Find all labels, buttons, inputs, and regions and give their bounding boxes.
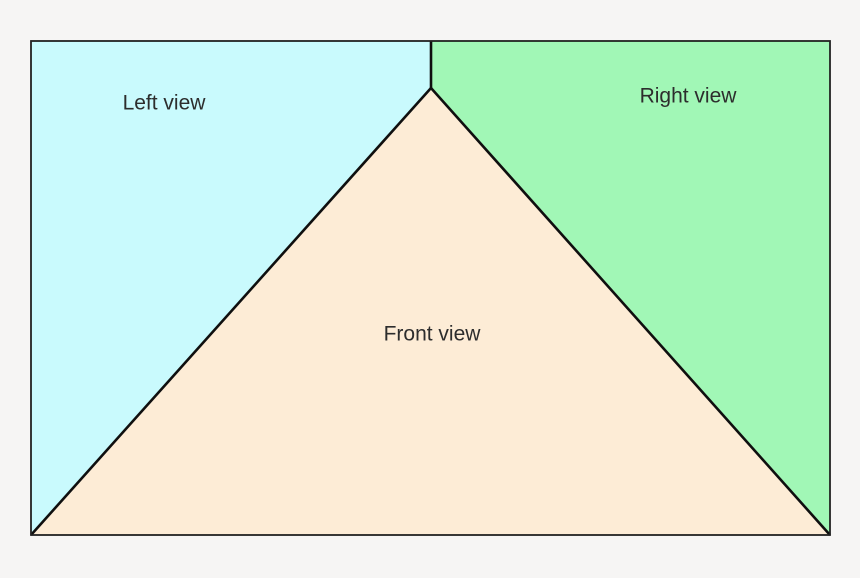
right-view-label: Right view xyxy=(640,85,738,108)
frame-border xyxy=(30,40,831,536)
regions-group xyxy=(31,41,830,535)
right-view-region xyxy=(431,41,830,535)
left-view-label: Left view xyxy=(123,92,207,115)
left-view-region xyxy=(31,41,431,535)
frame-group xyxy=(30,40,831,536)
edges-group xyxy=(30,41,831,536)
right-diagonal-edge xyxy=(430,87,831,536)
left-diagonal-edge xyxy=(30,87,432,536)
front-view-label: Front view xyxy=(384,323,482,346)
front-view-region xyxy=(31,88,830,535)
